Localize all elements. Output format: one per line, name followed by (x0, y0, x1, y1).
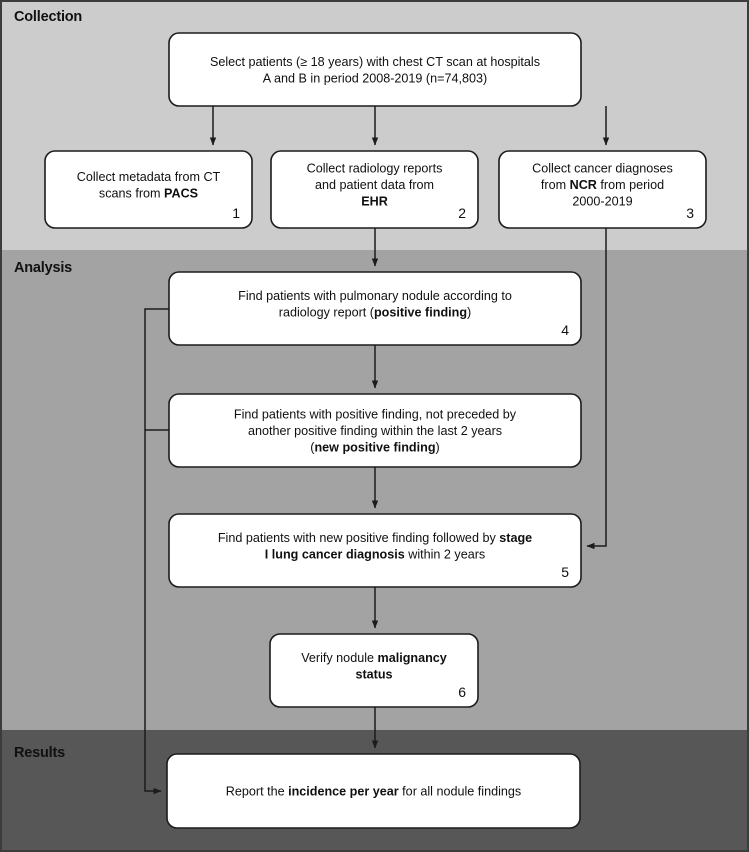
node-ehr-number: 2 (458, 205, 466, 221)
node-stage-i-diagnosis-label: Find patients with new positive finding … (218, 531, 532, 562)
node-stage-i-diagnosis[interactable]: Find patients with new positive finding … (168, 513, 582, 588)
node-positive-finding-label: Find patients with pulmonary nodule acco… (238, 289, 512, 320)
node-layer: Select patients (≥ 18 years) with chest … (44, 32, 707, 829)
node-report-incidence[interactable]: Report the incidence per year for all no… (166, 753, 581, 829)
node-source-label: Select patients (≥ 18 years) with chest … (210, 55, 540, 86)
conn-ncr-to-stage (586, 228, 607, 550)
node-malignancy-status-rect[interactable] (269, 633, 479, 708)
band-label-collection: Collection (14, 9, 82, 25)
node-positive-finding-number: 4 (561, 322, 569, 338)
node-stage-i-diagnosis-rect[interactable] (168, 513, 582, 588)
node-pacs-rect[interactable] (44, 150, 253, 229)
node-new-positive-finding-rect[interactable] (168, 393, 582, 468)
node-ncr-rect[interactable] (498, 150, 707, 229)
node-source-rect[interactable] (168, 32, 582, 107)
node-stage-i-diagnosis-number: 5 (561, 564, 569, 580)
node-report-incidence-rect[interactable] (166, 753, 581, 829)
node-source[interactable]: Select patients (≥ 18 years) with chest … (168, 32, 582, 107)
node-new-positive-finding[interactable]: Find patients with positive finding, not… (168, 393, 582, 468)
node-ehr-rect[interactable] (270, 150, 479, 229)
node-ncr-number: 3 (686, 205, 694, 221)
node-positive-finding-rect[interactable] (168, 271, 582, 346)
node-report-incidence-label: Report the incidence per year for all no… (226, 785, 521, 799)
band-label-results: Results (14, 745, 65, 761)
connector-layer (144, 106, 610, 795)
node-pacs-number: 1 (232, 205, 240, 221)
band-labels: Collection Analysis Results (14, 9, 82, 761)
band-label-analysis: Analysis (14, 260, 72, 276)
node-new-positive-finding-label: Find patients with positive finding, not… (234, 408, 517, 455)
node-malignancy-status-number: 6 (458, 684, 466, 700)
conn-feedback-to-report (144, 308, 169, 795)
node-positive-finding[interactable]: Find patients with pulmonary nodule acco… (168, 271, 582, 346)
